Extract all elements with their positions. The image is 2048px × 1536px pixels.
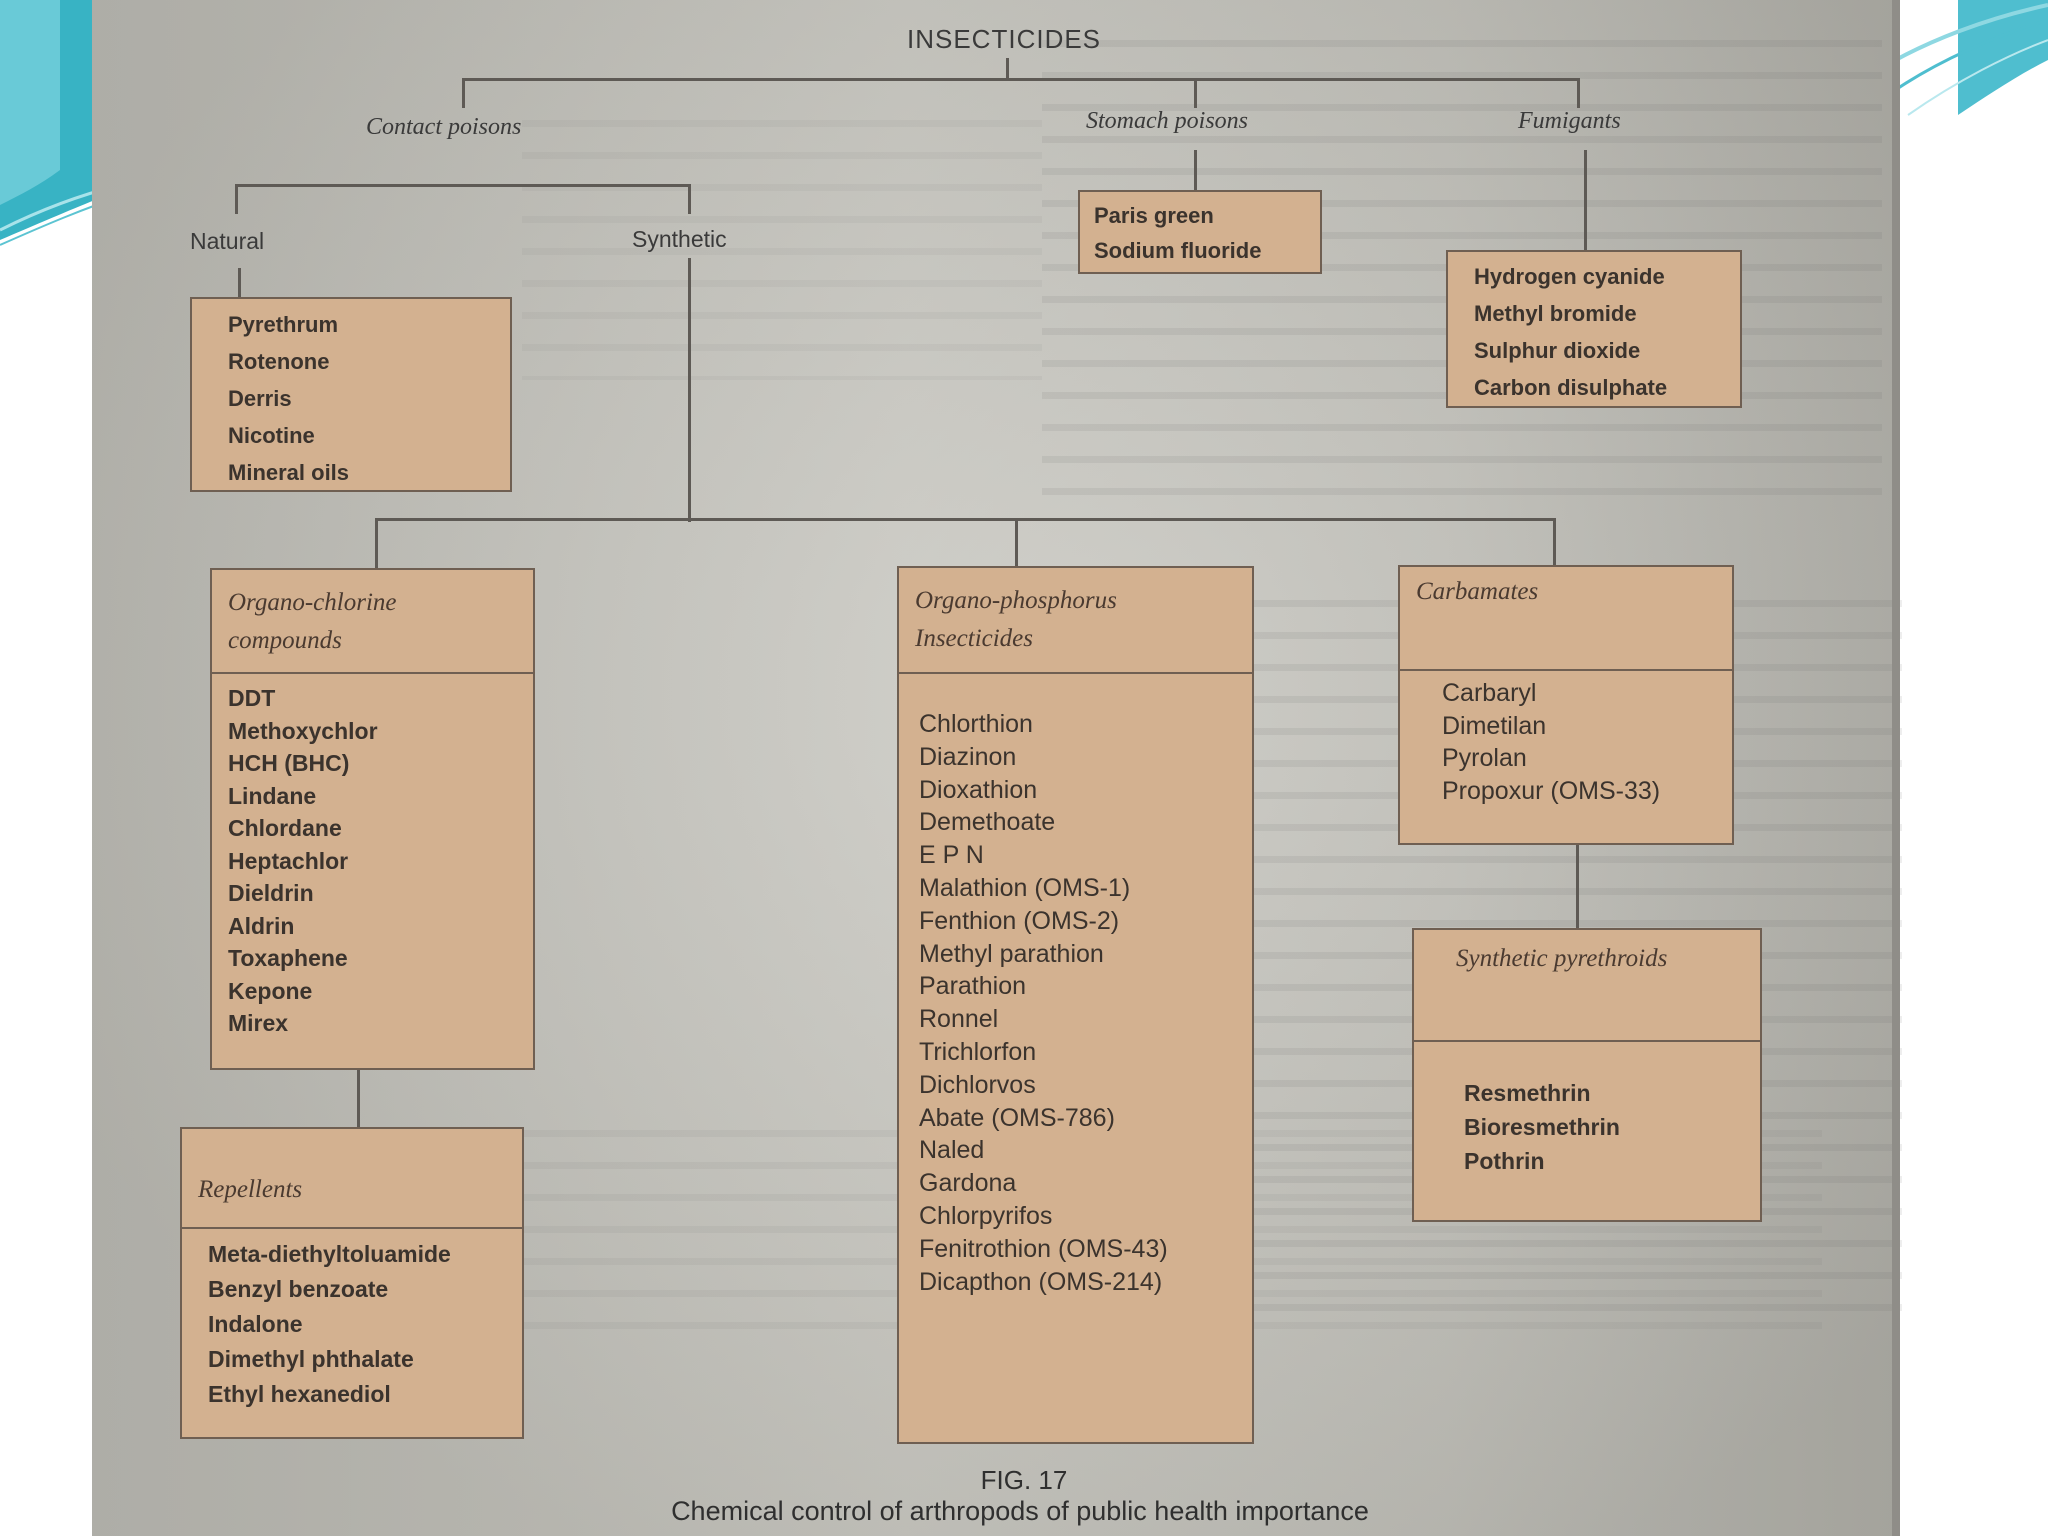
stomach-poisons-box: Paris green Sodium fluoride — [1078, 190, 1322, 274]
pyrethroids-heading: Synthetic pyrethroids — [1414, 930, 1760, 1042]
list-item: Dicapthon (OMS-214) — [919, 1267, 1163, 1296]
synthetic-label: Synthetic — [632, 226, 727, 252]
connector-natural — [235, 184, 238, 214]
list-item: Indalone — [208, 1311, 303, 1337]
connector-repellents — [357, 1068, 360, 1128]
organochlorine-heading-2: compounds — [228, 627, 342, 654]
list-item: Fenthion (OMS-2) — [919, 906, 1120, 935]
list-item: Dimetilan — [1442, 711, 1547, 740]
connector-pyrethroids — [1576, 843, 1579, 929]
list-item: Bioresmethrin — [1464, 1114, 1620, 1140]
list-item: Fenitrothion (OMS-43) — [919, 1234, 1168, 1263]
list-item: Lindane — [228, 782, 317, 809]
connector-natural-box — [238, 268, 241, 298]
list-item: Hydrogen cyanide — [1474, 264, 1665, 289]
list-item: Dichlorvos — [919, 1070, 1036, 1099]
pyrethroids-box: Synthetic pyrethroids Resmethrin Bioresm… — [1412, 928, 1762, 1222]
list-item: Parathion — [919, 972, 1027, 1001]
list-item: Diazinon — [919, 742, 1017, 771]
list-item: Malathion (OMS-1) — [919, 873, 1131, 902]
list-item: Sodium fluoride — [1094, 238, 1262, 263]
connector-synthetic — [688, 184, 691, 214]
carbamates-heading: Carbamates — [1400, 567, 1732, 671]
figure-number: FIG. 17 — [980, 1465, 1068, 1495]
list-item: Carbon disulphate — [1474, 375, 1668, 400]
list-item: Aldrin — [228, 912, 295, 939]
list-item: Trichlorfon — [919, 1037, 1037, 1066]
organochlorine-heading-1: Organo-chlorine — [228, 589, 397, 616]
natural-label: Natural — [190, 228, 265, 254]
connector-top-bar — [462, 78, 1580, 81]
natural-box: Pyrethrum Rotenone Derris Nicotine Miner… — [190, 297, 512, 492]
list-item: Chlorthion — [919, 710, 1033, 738]
list-item: DDT — [228, 685, 276, 711]
connector-contact-bar — [235, 184, 690, 187]
carbamates-box: Carbamates Carbaryl Dimetilan Pyrolan Pr… — [1398, 565, 1734, 845]
connector-root — [1006, 58, 1009, 80]
list-item: Naled — [919, 1136, 985, 1165]
fumigants-label: Fumigants — [1518, 108, 1621, 134]
connector-organochlorine — [375, 518, 378, 568]
list-item: Gardona — [919, 1169, 1017, 1198]
list-item: HCH (BHC) — [228, 750, 350, 776]
figure-caption: Chemical control of arthropods of public… — [671, 1496, 1369, 1526]
list-item: Mineral oils — [228, 460, 350, 485]
connector-organophosphorus — [1015, 518, 1018, 568]
stomach-poisons-label: Stomach poisons — [1086, 108, 1248, 134]
list-item: Dioxathion — [919, 775, 1038, 804]
repellents-box: Repellents Meta-diethyltoluamide Benzyl … — [180, 1127, 524, 1439]
list-item: Nicotine — [228, 423, 315, 448]
list-item: Heptachlor — [228, 847, 349, 874]
list-item: Pyrethrum — [228, 312, 339, 337]
connector-synthetic-bar — [375, 518, 1555, 521]
connector-fumigant-box — [1584, 150, 1587, 250]
list-item: Derris — [228, 386, 292, 411]
list-item: Benzyl benzoate — [208, 1276, 389, 1302]
list-item: Kepone — [228, 977, 313, 1004]
connector-stomach-box — [1194, 150, 1197, 192]
list-item: Chlorpyrifos — [919, 1201, 1053, 1230]
contact-poisons-label: Contact poisons — [366, 114, 522, 140]
list-item: Meta-diethyltoluamide — [208, 1241, 451, 1267]
insecticides-title: INSECTICIDES — [907, 24, 1102, 54]
list-item: Methyl bromide — [1474, 301, 1637, 326]
connector-contact — [462, 78, 465, 108]
list-item: Sulphur dioxide — [1474, 338, 1641, 363]
connector-stomach — [1194, 78, 1197, 108]
list-item: Pyrolan — [1442, 744, 1527, 772]
list-item: Resmethrin — [1464, 1080, 1591, 1106]
organochlorine-box: Organo-chlorine compounds DDT Methoxychl… — [210, 568, 535, 1070]
connector-synthetic-trunk — [688, 258, 691, 522]
list-item: Rotenone — [228, 349, 330, 374]
list-item: E P N — [919, 841, 984, 870]
list-item: Mirex — [228, 1010, 289, 1036]
list-item: Carbaryl — [1442, 679, 1537, 707]
connector-carbamates — [1553, 518, 1556, 566]
list-item: Methoxychlor — [228, 717, 378, 744]
list-item: Pothrin — [1464, 1148, 1545, 1174]
list-item: Demethoate — [919, 808, 1056, 837]
connector-fumigants — [1577, 78, 1580, 108]
list-item: Ethyl hexanediol — [208, 1381, 391, 1407]
fumigants-box: Hydrogen cyanide Methyl bromide Sulphur … — [1446, 250, 1742, 408]
list-item: Ronnel — [919, 1005, 999, 1034]
repellents-heading: Repellents — [182, 1129, 522, 1229]
organophosphorus-heading-2: Insecticides — [915, 625, 1034, 652]
list-item: Chlordane — [228, 815, 342, 841]
list-item: Paris green — [1094, 203, 1214, 228]
list-item: Dimethyl phthalate — [208, 1346, 414, 1372]
organophosphorus-box: Organo-phosphorus Insecticides Chlorthio… — [897, 566, 1254, 1444]
list-item: Dieldrin — [228, 880, 314, 906]
list-item: Methyl parathion — [919, 939, 1104, 968]
list-item: Toxaphene — [228, 945, 348, 971]
list-item: Abate (OMS-786) — [919, 1103, 1115, 1132]
list-item: Propoxur (OMS-33) — [1442, 776, 1661, 805]
organophosphorus-heading-1: Organo-phosphorus — [915, 587, 1117, 614]
slide-decor-right — [1878, 0, 2048, 116]
